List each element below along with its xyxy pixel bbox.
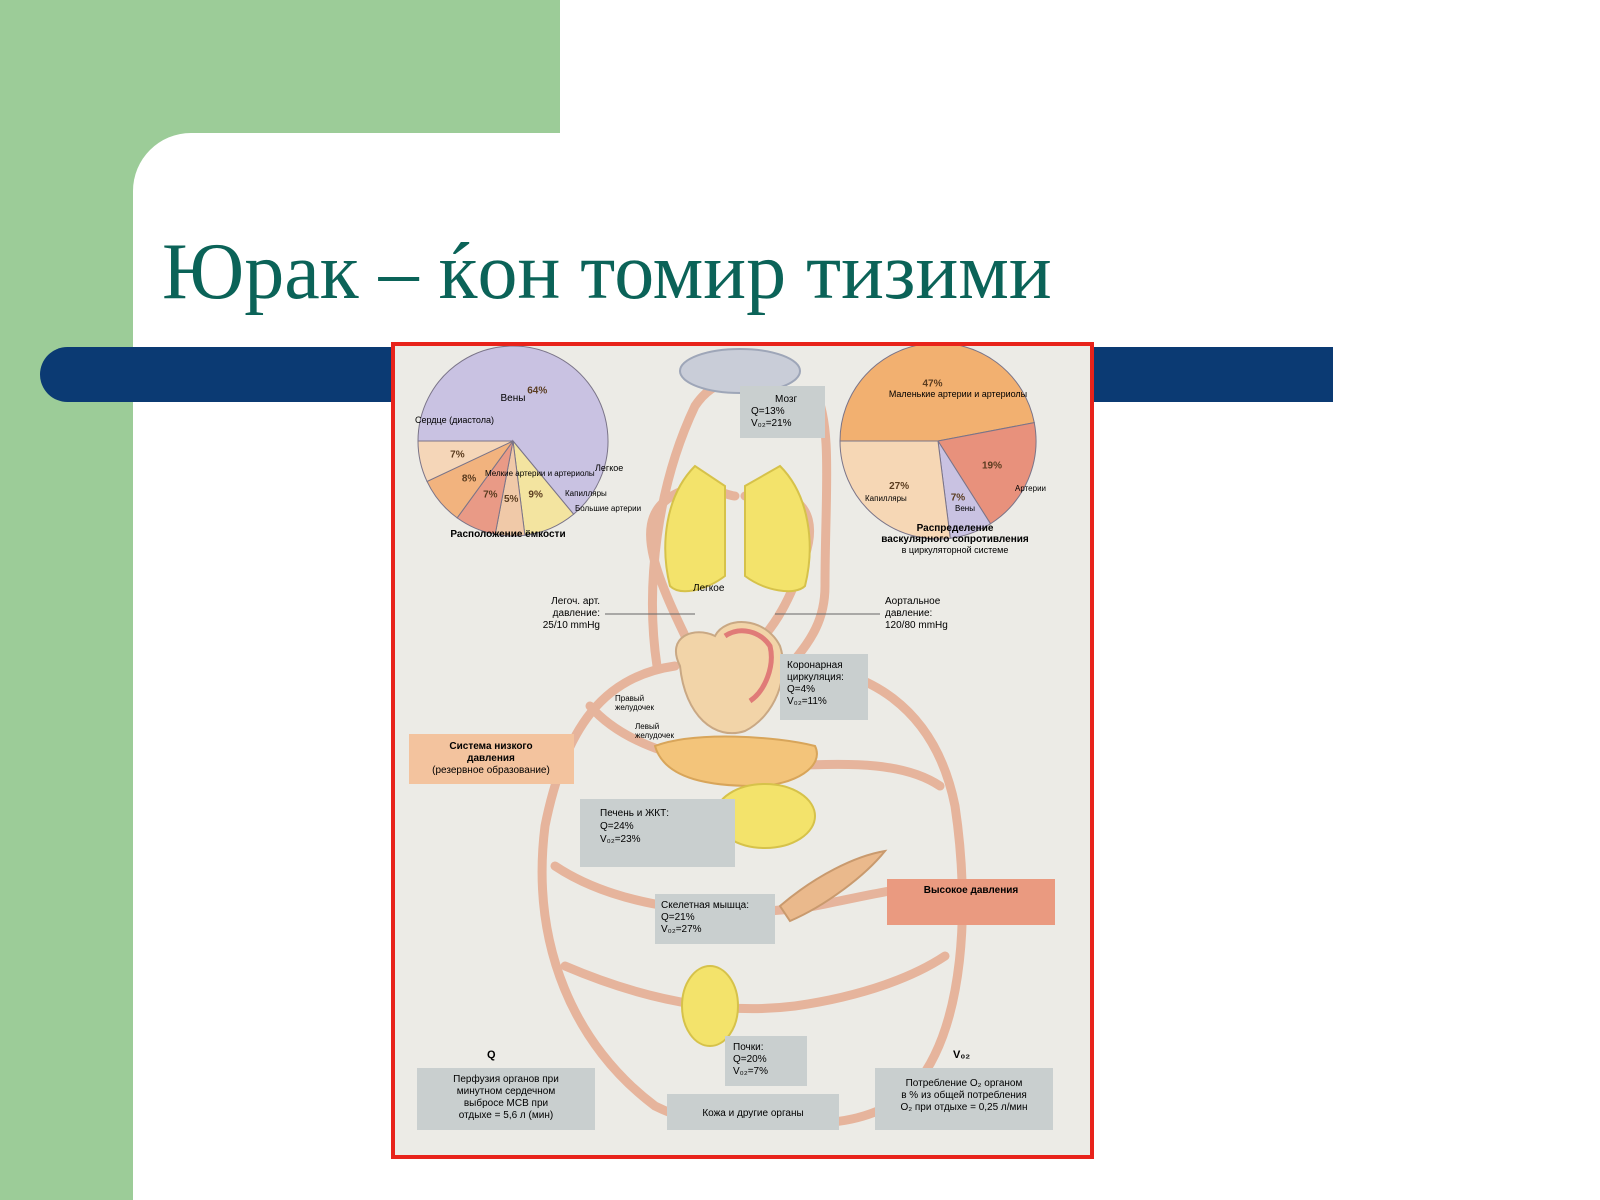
o2-note-line1: Потребление O₂ органом [906, 1077, 1023, 1089]
low-pressure-line2: давления [467, 753, 515, 764]
slide-title: Юрак – ќон томир тизими [162, 228, 1052, 316]
pulmonary-pressure-line2: давление: [553, 608, 600, 619]
vessel-systemic-right [770, 661, 967, 1128]
capacity-label-small-arteries: Мелкие артерии и артериолы [485, 469, 595, 478]
perfusion-note-line2: минутном сердечном [457, 1086, 556, 1097]
aortic-pressure-line3: 120/80 mmHg [885, 620, 948, 631]
o2-note-line3: O₂ при отдыхе = 0,25 л/мин [900, 1102, 1027, 1113]
muscle-illustration [778, 849, 888, 923]
resistance-slice-value-3: 27% [889, 481, 909, 492]
heart-illustration [674, 621, 785, 735]
pulmonary-pressure-line1: Легоч. арт. [551, 596, 600, 607]
muscle-info-box [655, 894, 775, 944]
capacity-label-heart: Сердце (диастола) [415, 415, 494, 425]
resistance-label-small-arteries: Маленькие артерии и артериолы [889, 389, 1027, 399]
kidney-illustration [681, 965, 739, 1047]
coronary-info-box [780, 654, 868, 720]
perfusion-note-box [417, 1068, 595, 1130]
resistance-label-arteries: Артерии [1015, 484, 1046, 493]
kidney-info-box [725, 1036, 807, 1086]
circulation-diagram: 64% 9% 5% 7% 8% 7% Сердце (диастола) Мелкие а… [391, 342, 1094, 1159]
left-ventricle-line1: Левый [635, 722, 659, 731]
capacity-slice-value-1: 9% [528, 489, 543, 500]
vessel-kidney-loop [560, 951, 950, 1014]
resistance-slice-value-1: 19% [982, 460, 1002, 471]
capacity-slice-value-5: 7% [450, 449, 465, 460]
muscle-v: V₀₂=27% [661, 924, 702, 935]
capacity-slice-value-2: 5% [504, 494, 519, 505]
o2-note-line2: в % из общей потребления [901, 1089, 1027, 1101]
high-pressure-label: Высокое давления [924, 885, 1019, 896]
muscle-name: Скелетная мышца: [661, 900, 749, 911]
perfusion-note-line3: выбросе МСВ при [464, 1097, 548, 1109]
brain-q: Q=13% [751, 406, 785, 417]
aortic-pressure-line2: давление: [885, 608, 932, 619]
vo2-heading: V₀₂ [953, 1049, 970, 1061]
o2-note-box [875, 1068, 1053, 1130]
brain-name: Мозг [775, 394, 797, 405]
skin-info-box [667, 1094, 839, 1130]
capacity-label-large-arteries: Большие артерии [575, 504, 641, 513]
heart-aorta-illustration [723, 628, 774, 704]
coronary-v: V₀₂=11% [787, 696, 827, 707]
low-pressure-box [409, 734, 574, 784]
resistance-label-veins: Вены [955, 504, 975, 513]
resistance-slice-0 [839, 346, 1035, 442]
resistance-label-capillaries: Капилляры [865, 494, 907, 503]
low-pressure-line1: Система низкого [449, 741, 532, 752]
resistance-caption-line1: Распределение [917, 523, 994, 534]
right-lung-illustration [744, 464, 811, 593]
capacity-slice-value-0: 64% [527, 385, 547, 396]
skin-label: Кожа и другие органы [702, 1108, 803, 1119]
kidney-name: Почки: [733, 1042, 763, 1053]
perfusion-note-line4: отдыхе = 5,6 л (мин) [459, 1110, 553, 1121]
capacity-label-veins: Вены [501, 393, 526, 404]
high-pressure-box [887, 879, 1055, 925]
perfusion-note-line1: Перфузия органов при [453, 1073, 559, 1085]
liver-illustration [653, 735, 818, 788]
left-ventricle-line2: желудочек [635, 731, 674, 740]
capacity-slice-value-3: 7% [483, 489, 498, 500]
kidney-v: V₀₂=7% [733, 1066, 768, 1077]
lung-label: Легкое [693, 583, 725, 594]
capacity-slice-0 [417, 346, 609, 515]
resistance-slice-3 [839, 440, 951, 540]
capacity-label-capillaries: Капилляры [565, 489, 607, 498]
left-lung-illustration [664, 464, 726, 593]
resistance-slice-value-2: 7% [951, 492, 966, 503]
capacity-pie-caption: Расположение ёмкости [450, 529, 565, 540]
liver-v: V₀₂=23% [600, 834, 641, 845]
resistance-caption-line2: васкулярного сопротивления [881, 534, 1029, 545]
aortic-pressure-line1: Аортальное [885, 596, 941, 607]
liver-q: Q=24% [600, 821, 634, 832]
capacity-slice-5 [417, 440, 514, 483]
coronary-name-line2: циркуляция: [787, 672, 844, 683]
resistance-slice-1 [937, 422, 1037, 525]
liver-info-box [580, 799, 735, 867]
resistance-caption-line3: в циркуляторной системе [902, 545, 1009, 555]
right-ventricle-line1: Правый [615, 694, 644, 703]
coronary-q: Q=4% [787, 684, 815, 695]
brain-info-box [740, 386, 825, 438]
liver-name: Печень и ЖКТ: [600, 808, 669, 819]
kidney-q: Q=20% [733, 1054, 767, 1065]
pulmonary-pressure-line3: 25/10 mmHg [543, 620, 600, 631]
coronary-name-line1: Коронарная [787, 660, 843, 671]
muscle-q: Q=21% [661, 912, 695, 923]
resistance-slice-value-0: 47% [922, 378, 942, 389]
right-ventricle-line2: желудочек [615, 703, 654, 712]
capacity-slice-value-4: 8% [462, 473, 477, 484]
brain-v: V₀₂=21% [751, 418, 792, 429]
resistance-pie-chart: 47% 19% 7% 27% [839, 346, 1037, 540]
low-pressure-line3: (резервное образование) [432, 764, 550, 776]
organ-illustrations [653, 348, 888, 1047]
capacity-pie-chart: 64% 9% 5% 7% 8% 7% [417, 346, 609, 537]
circulation-diagram-svg: 64% 9% 5% 7% 8% 7% Сердце (диастола) Мелкие а… [409, 346, 1055, 1130]
q-heading: Q [487, 1049, 496, 1061]
capacity-label-lung: Легкое [595, 463, 623, 473]
